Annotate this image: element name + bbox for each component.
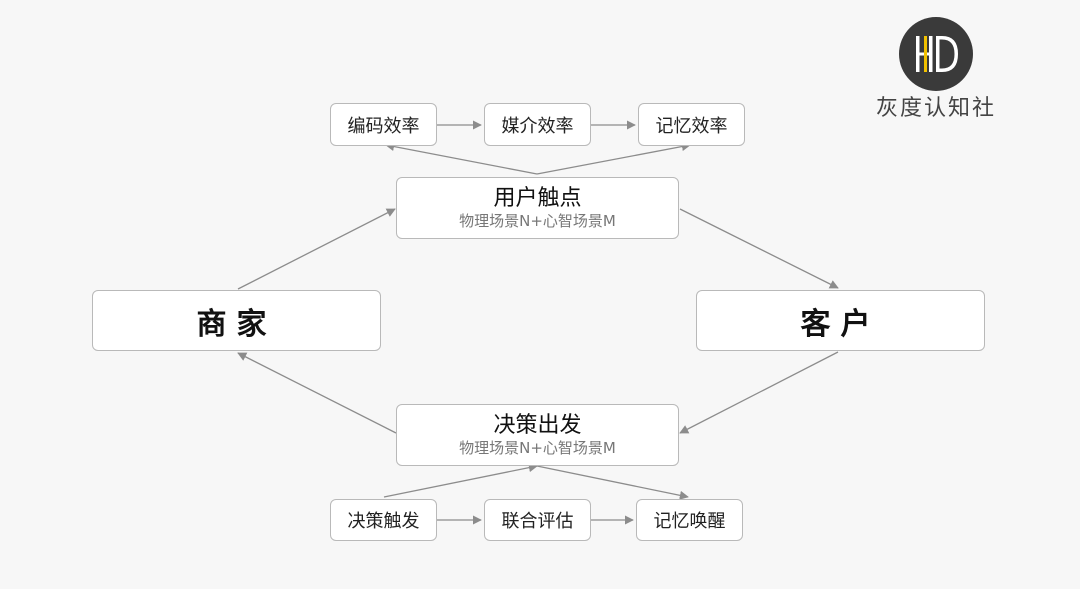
arrow-decision-to-merchant bbox=[237, 352, 397, 434]
decision-title: 决策出发 bbox=[493, 413, 582, 438]
arrow-customer-to-decision bbox=[679, 351, 839, 434]
arrow-merchant-to-touchpoint bbox=[237, 208, 396, 290]
encode-efficiency-box: 编码效率 bbox=[330, 103, 437, 146]
arrow-trigger-to-decision bbox=[383, 463, 538, 498]
decision-trigger-label: 决策触发 bbox=[347, 511, 420, 532]
encode-efficiency-label: 编码效率 bbox=[347, 115, 420, 137]
brand-name: 灰度认知社 bbox=[876, 96, 997, 121]
arrow-touchpoint-to-memory bbox=[536, 142, 691, 175]
touchpoint-box: 用户触点 物理场景N+心智场景M bbox=[396, 177, 679, 239]
memory-recall-label: 记忆唤醒 bbox=[653, 511, 726, 532]
merchant-label: 商家 bbox=[196, 306, 277, 342]
memory-efficiency-box: 记忆效率 bbox=[638, 103, 745, 146]
customer-label: 客户 bbox=[800, 306, 881, 342]
media-efficiency-box: 媒介效率 bbox=[484, 103, 591, 146]
merchant-box: 商家 bbox=[92, 290, 381, 351]
touchpoint-subtitle: 物理场景N+心智场景M bbox=[459, 212, 616, 230]
decision-subtitle: 物理场景N+心智场景M bbox=[459, 439, 616, 457]
memory-efficiency-label: 记忆效率 bbox=[655, 115, 728, 137]
decision-trigger-box: 决策触发 bbox=[330, 499, 437, 541]
joint-evaluation-box: 联合评估 bbox=[484, 499, 591, 541]
joint-evaluation-label: 联合评估 bbox=[501, 511, 574, 532]
arrow-touchpoint-to-encode bbox=[385, 142, 538, 175]
memory-recall-box: 记忆唤醒 bbox=[636, 499, 743, 541]
arrow-decision-to-recall bbox=[536, 465, 689, 500]
hd-monogram-icon bbox=[899, 17, 973, 91]
touchpoint-title: 用户触点 bbox=[493, 186, 582, 211]
decision-box: 决策出发 物理场景N+心智场景M bbox=[396, 404, 679, 466]
arrow-touchpoint-to-customer bbox=[679, 208, 839, 289]
customer-box: 客户 bbox=[696, 290, 985, 351]
media-efficiency-label: 媒介效率 bbox=[501, 115, 574, 137]
